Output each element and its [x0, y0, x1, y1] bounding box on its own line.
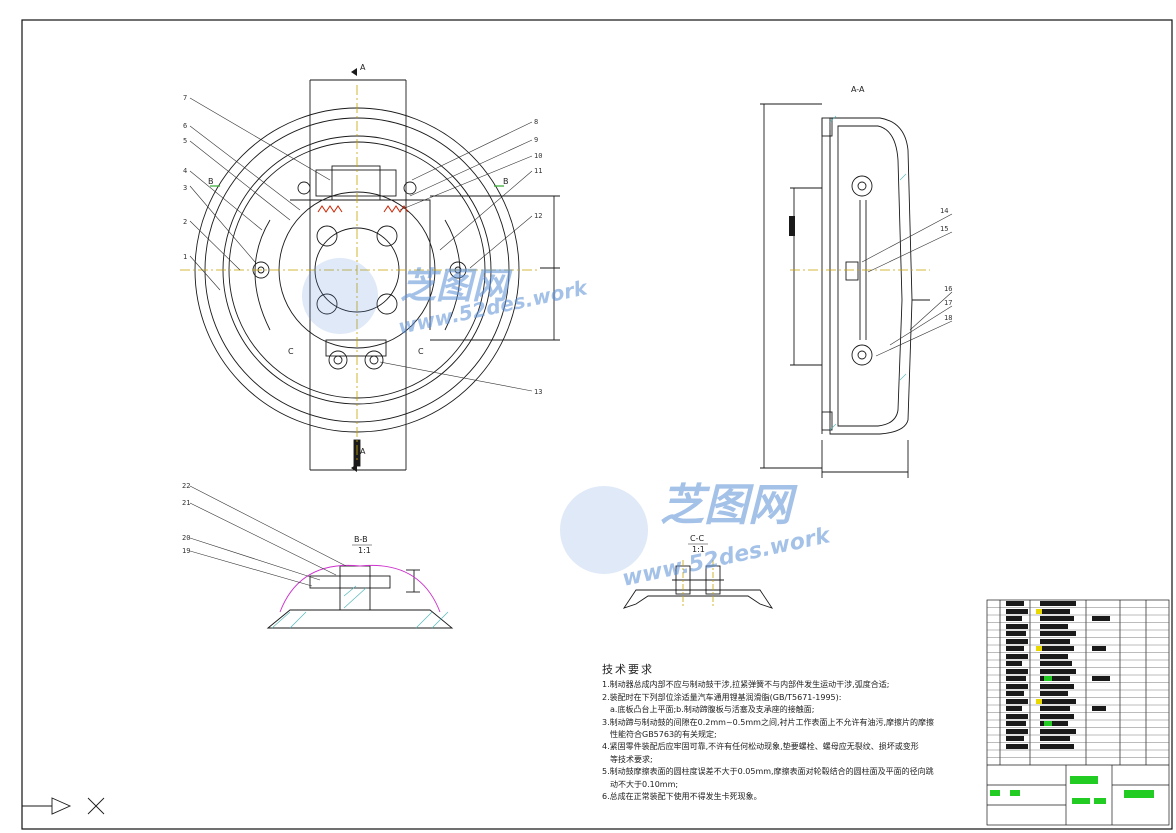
balloon-1: 1 [183, 253, 187, 261]
cut-c-right-label: C [418, 347, 424, 356]
balloon-22: 22 [182, 482, 190, 490]
section-aa-hatch [829, 115, 907, 431]
tech-req-line-3: a.底板凸台上平面;b.制动蹄腹板与活塞及支承座的接触面; [610, 705, 815, 715]
balloon-9: 9 [534, 136, 538, 144]
balloon-14: 14 [940, 207, 948, 215]
cut-b-right-label: B [503, 177, 509, 186]
section-bb-scale: 1:1 [358, 546, 371, 555]
balloon-17: 17 [944, 299, 952, 307]
section-aa-mark [789, 216, 795, 236]
tech-req-line-5: 性能符合GB5763的有关规定; [610, 730, 717, 740]
watermark-en-2: www.52des.work [620, 523, 833, 592]
return-springs [317, 205, 409, 213]
balloon-18: 18 [944, 314, 952, 322]
balloon-6: 6 [183, 122, 187, 130]
cut-b-left-label: B [208, 177, 214, 186]
leaders-aa [861, 213, 953, 357]
tech-req-line-6: 4.紧固零件装配后应牢固可靠,不许有任何松动现象,垫要螺栓、螺母应无裂纹、损坏或… [602, 742, 919, 752]
watermark-cn-2: 芝图网 [660, 480, 798, 531]
balloons-aa: 14 15 16 17 18 [940, 207, 952, 322]
tech-req-line-4: 3.制动蹄与制动鼓的间隙在0.2mm~0.5mm之间,衬片工作表面上不允许有油污… [602, 717, 935, 727]
leaders-left [189, 97, 331, 291]
section-aa-title: A-A [851, 85, 865, 94]
balloon-4: 4 [183, 167, 187, 175]
technical-requirements: 技术要求 1.制动器总成内部不应与制动鼓干涉,拉紧弹簧不与内部件发生运动干涉,弧… [602, 663, 982, 803]
parts-list-rows [987, 607, 1169, 758]
balloon-2: 2 [183, 218, 187, 226]
cut-a-bottom-label: A [360, 447, 366, 456]
section-cc-title: C-C [690, 534, 704, 543]
tech-req-line-1: 1.制动器总成内部不应与制动鼓干涉,拉紧弹簧不与内部件发生运动干涉,弧度合适; [602, 680, 890, 690]
tech-req-line-2: 2.装配时在下列部位涂适量汽车通用锂基润滑脂(GB/T5671-1995): [602, 692, 842, 702]
cut-a-top-label: A [360, 63, 366, 72]
watermark-1: 芝图网 www.52des.work [302, 258, 591, 339]
leaders-bb [189, 485, 347, 587]
tech-req-line-8: 5.制动鼓摩擦表面的圆柱度误差不大于0.05mm,摩擦表面对轮毂结合的圆柱面及平… [602, 767, 934, 777]
tech-req-line-7: 等技术要求; [610, 754, 653, 764]
parts-list-fills [1006, 601, 1110, 749]
balloons-front: 7 6 5 4 3 2 1 8 9 10 11 12 13 [183, 94, 542, 396]
section-bb-boundary [279, 564, 441, 613]
balloon-5: 5 [183, 137, 187, 145]
view-direction-marker [22, 797, 105, 815]
balloon-16: 16 [944, 285, 952, 293]
section-bb-title: B-B [354, 535, 368, 544]
balloon-7: 7 [183, 94, 187, 102]
section-cc-scale: 1:1 [692, 545, 705, 554]
cut-c-left-label: C [288, 347, 294, 356]
section-bb-hatch [271, 585, 449, 629]
tech-req-line-9: 动不大于0.10mm; [610, 779, 679, 789]
balloon-12: 12 [534, 212, 542, 220]
tech-req-line-10: 6.总成在正常装配下使用不得发生卡死现象。 [602, 792, 762, 802]
balloon-8: 8 [534, 118, 538, 126]
balloon-19: 19 [182, 547, 190, 555]
leaders-right [379, 121, 533, 392]
balloon-21: 21 [182, 499, 190, 507]
balloon-13: 13 [534, 388, 542, 396]
section-aa-view [760, 103, 930, 478]
section-cc-center [682, 560, 714, 606]
balloon-15: 15 [940, 225, 948, 233]
sheet-border [21, 19, 1173, 830]
technical-requirements-title: 技术要求 [602, 663, 654, 676]
title-block-highlights [990, 609, 1154, 804]
section-bb-view [266, 565, 454, 629]
balloon-20: 20 [182, 534, 190, 542]
balloon-11: 11 [534, 167, 542, 175]
balloon-3: 3 [183, 184, 187, 192]
cut-markers-ab [351, 68, 357, 472]
balloon-10: 10 [534, 152, 542, 160]
watermark-cn-1: 芝图网 [400, 266, 513, 307]
balloons-bb: 22 21 20 19 [182, 482, 190, 555]
